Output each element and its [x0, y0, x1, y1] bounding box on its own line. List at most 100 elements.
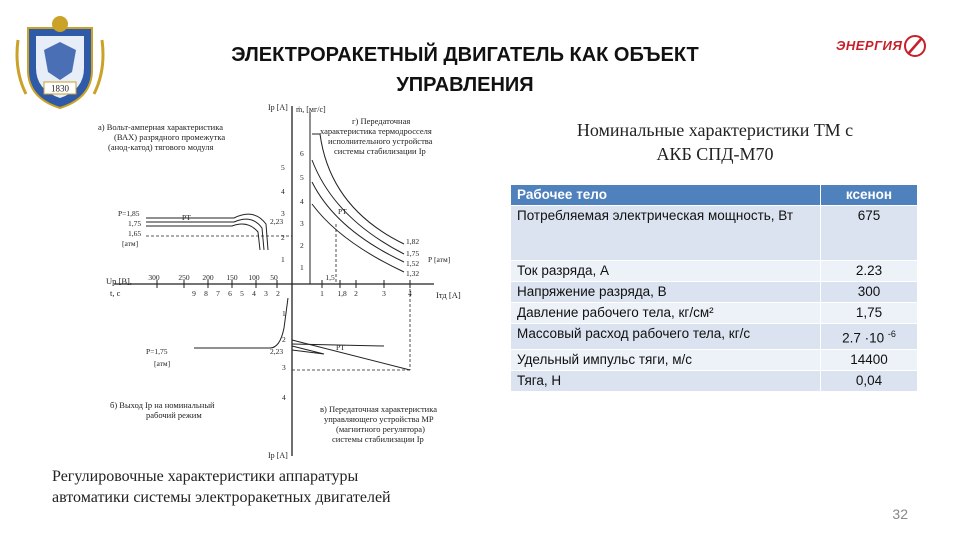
- panel-v-label: в) Передаточная характеристика управляющ…: [320, 404, 437, 444]
- caption-line1: Регулировочные характеристики аппаратуры: [52, 468, 359, 485]
- table-row: Давление рабочего тела, кг/см² 1,75: [510, 302, 918, 324]
- value-223-top: 2,23: [270, 217, 283, 226]
- svg-text:1: 1: [281, 255, 285, 264]
- svg-text:1: 1: [320, 289, 324, 298]
- table-row: Напряжение разряда, В 300: [510, 281, 918, 303]
- row-param: Потребляемая электрическая мощность, Вт: [510, 205, 821, 261]
- svg-text:1,8: 1,8: [337, 289, 347, 298]
- svg-text:4: 4: [408, 289, 412, 298]
- svg-text:системы стабилизации Iр: системы стабилизации Iр: [334, 146, 426, 156]
- slide-title-line1: ЭЛЕКТРОРАКЕТНЫЙ ДВИГАТЕЛЬ КАК ОБЪЕКТ: [231, 44, 699, 66]
- table-title-line1: Номинальные характеристики ТМ с: [576, 120, 854, 140]
- svg-text:(магнитного регулятора): (магнитного регулятора): [336, 424, 425, 434]
- svg-text:300: 300: [148, 273, 160, 282]
- svg-text:3: 3: [300, 219, 304, 228]
- svg-text:2: 2: [281, 233, 285, 242]
- svg-text:2: 2: [276, 289, 280, 298]
- axis-mdot: ṁ, [мг/с]: [296, 105, 326, 114]
- table-title: Номинальные характеристики ТМ с АКБ СПД-…: [520, 118, 910, 166]
- svg-text:2: 2: [282, 335, 286, 344]
- panel-a-label: а) Вольт-амперная характеристика (ВАХ) р…: [98, 122, 225, 152]
- svg-text:200: 200: [202, 273, 214, 282]
- curve-label-2: 1,75: [406, 249, 419, 258]
- page-number: 32: [892, 506, 908, 522]
- row-value: 300: [820, 281, 918, 303]
- svg-text:исполнительного устройства: исполнительного устройства: [328, 136, 433, 146]
- svg-text:г) Передаточная: г) Передаточная: [352, 116, 410, 126]
- pressure-label-3: 1,65: [128, 229, 141, 238]
- panel-g-label: г) Передаточная характеристика термодрос…: [320, 116, 433, 156]
- svg-text:б) Выход Iр на номинальный: б) Выход Iр на номинальный: [110, 400, 215, 410]
- table-title-line2: АКБ СПД-М70: [656, 144, 774, 164]
- panel-b-label: б) Выход Iр на номинальный рабочий режим: [110, 400, 215, 420]
- axis-up: Uр [В],: [106, 276, 132, 286]
- svg-text:3: 3: [264, 289, 268, 298]
- svg-text:7: 7: [216, 289, 220, 298]
- row-value: 0,04: [820, 369, 918, 392]
- svg-text:3: 3: [382, 289, 386, 298]
- table-header-param: Рабочее тело: [510, 184, 821, 206]
- value-223-bottom: 2,23: [270, 347, 283, 356]
- svg-text:5: 5: [300, 173, 304, 182]
- row-value: 675: [820, 205, 918, 261]
- logo-text: ЭНЕРГИЯ: [836, 38, 903, 53]
- pt-label-g: РТ: [338, 207, 347, 216]
- table-row: Удельный импульс тяги, м/с 14400: [510, 348, 918, 371]
- rocket-icon: [904, 35, 926, 57]
- svg-text:(ВАХ) разрядного промежутка: (ВАХ) разрядного промежутка: [114, 132, 225, 142]
- axis-t: t, с: [110, 288, 121, 298]
- table-row: Ток разряда, А 2.23: [510, 260, 918, 282]
- pressure-label-4: [атм]: [122, 239, 138, 248]
- svg-text:1: 1: [282, 309, 286, 318]
- svg-text:5: 5: [281, 163, 285, 172]
- energia-logo: ЭНЕРГИЯ: [836, 32, 928, 62]
- table-header-row: Рабочее тело ксенон: [510, 184, 918, 206]
- svg-text:2: 2: [354, 289, 358, 298]
- svg-text:а) Вольт-амперная характеристи: а) Вольт-амперная характеристика: [98, 122, 223, 132]
- svg-text:характеристика термодросселя: характеристика термодросселя: [320, 126, 432, 136]
- svg-text:50: 50: [270, 273, 278, 282]
- table-row: Массовый расход рабочего тела, кг/с 2.7 …: [510, 323, 918, 350]
- axis-itd: Iтд [А]: [436, 290, 461, 300]
- svg-text:250: 250: [178, 273, 190, 282]
- svg-text:8: 8: [204, 289, 208, 298]
- pressure-b-2: [атм]: [154, 359, 170, 368]
- svg-text:4: 4: [300, 197, 304, 206]
- svg-text:системы стабилизации Iр: системы стабилизации Iр: [332, 434, 424, 444]
- svg-text:6: 6: [300, 149, 304, 158]
- specs-table: Рабочее тело ксенон Потребляемая электри…: [510, 184, 918, 392]
- curve-label-3: 1,52: [406, 259, 419, 268]
- row-value: 14400: [820, 348, 918, 371]
- row-param: Удельный импульс тяги, м/с: [510, 348, 821, 371]
- pressure-label-2: 1,75: [128, 219, 141, 228]
- row-value: 2.7 ·10 -6: [820, 323, 918, 350]
- pressure-label-1: Р=1,85: [118, 209, 140, 218]
- table-row: Тяга, Н 0,04: [510, 369, 918, 392]
- regulation-characteristics-diagram: а) Вольт-амперная характеристика (ВАХ) р…: [98, 103, 461, 460]
- diagram-caption: Регулировочные характеристики аппаратуры…: [52, 466, 492, 508]
- svg-text:3: 3: [281, 209, 285, 218]
- row-param: Массовый расход рабочего тела, кг/с: [510, 323, 821, 350]
- pt-label-a: РТ: [182, 213, 191, 222]
- svg-text:управляющего устройства МР: управляющего устройства МР: [324, 414, 434, 424]
- university-emblem: 1830: [15, 16, 105, 110]
- pt-label-v: РТ: [336, 343, 345, 352]
- row-value: 2.23: [820, 260, 918, 282]
- pressure-b-1: Р=1,75: [146, 347, 168, 356]
- table-header-value: ксенон: [820, 184, 918, 206]
- svg-text:(анод-катод) тягового модуля: (анод-катод) тягового модуля: [108, 142, 213, 152]
- caption-line2: автоматики системы электроракетных двига…: [52, 489, 391, 506]
- svg-text:3: 3: [282, 363, 286, 372]
- svg-text:5: 5: [240, 289, 244, 298]
- slide-title: ЭЛЕКТРОРАКЕТНЫЙ ДВИГАТЕЛЬ КАК ОБЪЕКТ УПР…: [150, 40, 780, 100]
- svg-text:6: 6: [228, 289, 232, 298]
- emblem-year: 1830: [51, 84, 70, 94]
- svg-text:4: 4: [281, 187, 285, 196]
- table-row: Потребляемая электрическая мощность, Вт …: [510, 205, 918, 261]
- curve-label-4: 1,32: [406, 269, 419, 278]
- svg-text:4: 4: [252, 289, 256, 298]
- svg-text:4: 4: [282, 393, 286, 402]
- axis-p: Р [атм]: [428, 255, 450, 264]
- svg-text:рабочий режим: рабочий режим: [146, 410, 202, 420]
- svg-text:9: 9: [192, 289, 196, 298]
